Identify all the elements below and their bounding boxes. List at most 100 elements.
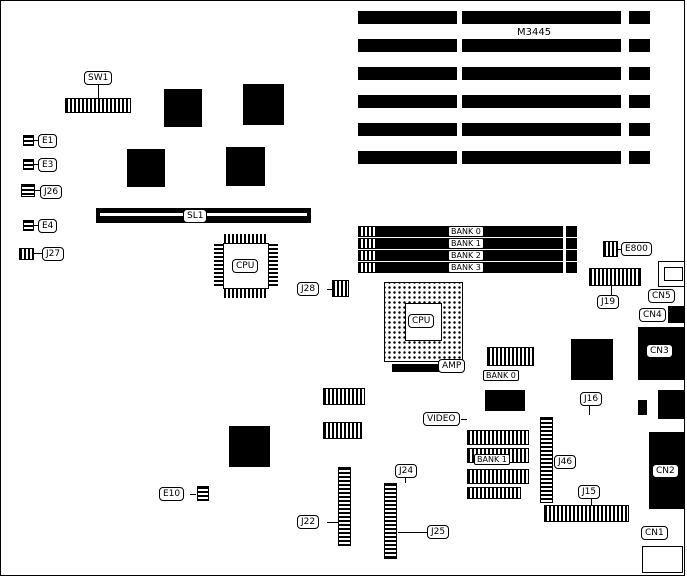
isa-slot-6 — [358, 151, 621, 164]
label-bank1: BANK 1 — [448, 238, 484, 249]
header-block — [323, 388, 365, 405]
label-j25: J25 — [427, 525, 450, 539]
label-cn5: CN5 — [648, 289, 675, 303]
label-j26: J26 — [40, 185, 63, 199]
board-part-number: M3445 — [517, 27, 552, 38]
leader-e4 — [34, 225, 38, 226]
label-e800: E800 — [621, 242, 652, 256]
memory-chip — [467, 487, 521, 499]
leader-j25 — [398, 532, 427, 533]
label-j19: J19 — [597, 295, 620, 309]
label-e4: E4 — [38, 219, 58, 233]
label-j46: J46 — [554, 455, 577, 469]
simm-end — [566, 238, 577, 249]
jumper-e10 — [197, 486, 209, 501]
chip — [229, 426, 270, 467]
port-cn5 — [658, 261, 684, 287]
connector-j19 — [589, 268, 641, 286]
isa-slot-1-end — [629, 11, 650, 24]
label-j27: J27 — [42, 247, 65, 261]
isa-slot-5 — [358, 123, 621, 136]
isa-slot-2-end — [629, 39, 650, 52]
isa-slot-6-notch — [457, 151, 462, 164]
simm-contacts — [358, 262, 378, 273]
label-e1: E1 — [38, 134, 58, 148]
simm-contacts — [358, 226, 378, 237]
chip — [127, 149, 165, 187]
simm-contacts — [358, 250, 378, 261]
leader-e10 — [190, 494, 196, 495]
qfp-pins-left — [214, 244, 223, 288]
isa-slot-1 — [358, 11, 621, 24]
label-cn3: CN3 — [646, 344, 673, 358]
isa-slot-5-notch — [457, 123, 462, 136]
leader-j16 — [589, 406, 590, 415]
label-cn4: CN4 — [639, 308, 666, 322]
isa-slot-1-notch — [457, 11, 462, 24]
port-unlabeled — [658, 390, 684, 419]
label-bank3: BANK 3 — [448, 262, 484, 273]
leader-j28 — [327, 289, 332, 290]
jumper-e4 — [23, 220, 34, 231]
memory-chip — [467, 430, 529, 445]
header-block — [323, 422, 362, 439]
simm-end — [566, 250, 577, 261]
connector-j28 — [332, 280, 349, 297]
jumper-e1 — [23, 135, 34, 146]
label-j24: J24 — [395, 464, 418, 478]
leader-j27 — [34, 253, 42, 254]
isa-slot-3 — [358, 67, 621, 80]
label-amp: AMP — [438, 359, 466, 373]
label-bank0: BANK 0 — [448, 226, 484, 237]
label-e10: E10 — [159, 487, 185, 501]
leader-e1 — [34, 140, 38, 141]
label-bank2: BANK 2 — [448, 250, 484, 261]
leader-j15 — [591, 499, 592, 505]
leader-sw1 — [98, 85, 99, 98]
isa-slot-2 — [358, 39, 621, 52]
chip — [226, 147, 265, 186]
jumper-e800 — [603, 241, 618, 257]
connector-j27 — [19, 248, 34, 260]
chip — [164, 89, 202, 127]
simm-end — [566, 226, 577, 237]
label-cpu-pga: CPU — [408, 314, 435, 328]
label-sl1: SL1 — [183, 209, 208, 223]
isa-slot-3-notch — [457, 67, 462, 80]
isa-slot-6-end — [629, 151, 650, 164]
isa-slot-2-notch — [457, 39, 462, 52]
leader-j19 — [611, 286, 612, 295]
isa-slot-5-end — [629, 123, 650, 136]
qfp-pins-right — [269, 244, 278, 288]
leader-j22 — [327, 522, 338, 523]
qfp-pins-top — [224, 234, 268, 243]
port-cn1 — [642, 546, 683, 573]
label-bank0-chips: BANK 0 — [483, 370, 519, 381]
connector-j15 — [544, 505, 629, 522]
simm-end — [566, 262, 577, 273]
label-bank1-chips: BANK 1 — [474, 454, 510, 465]
chip — [571, 339, 613, 380]
isa-slot-3-end — [629, 67, 650, 80]
memory-chip — [467, 469, 529, 484]
amp-connector — [392, 364, 439, 372]
chip-small — [638, 400, 647, 415]
isa-slot-4-end — [629, 95, 650, 108]
port-cn4 — [668, 306, 684, 323]
isa-slot-4 — [358, 95, 621, 108]
label-j28: J28 — [297, 282, 320, 296]
label-cn2: CN2 — [652, 464, 679, 478]
chip — [243, 84, 284, 125]
memory-chip — [485, 390, 525, 411]
connector-j26 — [21, 184, 35, 197]
label-cpu-qfp: CPU — [232, 259, 259, 273]
label-video: VIDEO — [423, 412, 460, 426]
leader-j26 — [35, 190, 40, 191]
label-cn1: CN1 — [641, 526, 668, 540]
dip-switch-sw1 — [65, 98, 131, 113]
label-sw1: SW1 — [84, 71, 113, 85]
connector-j24 — [384, 483, 397, 559]
label-j15: J15 — [578, 485, 601, 499]
label-e3: E3 — [38, 158, 58, 172]
